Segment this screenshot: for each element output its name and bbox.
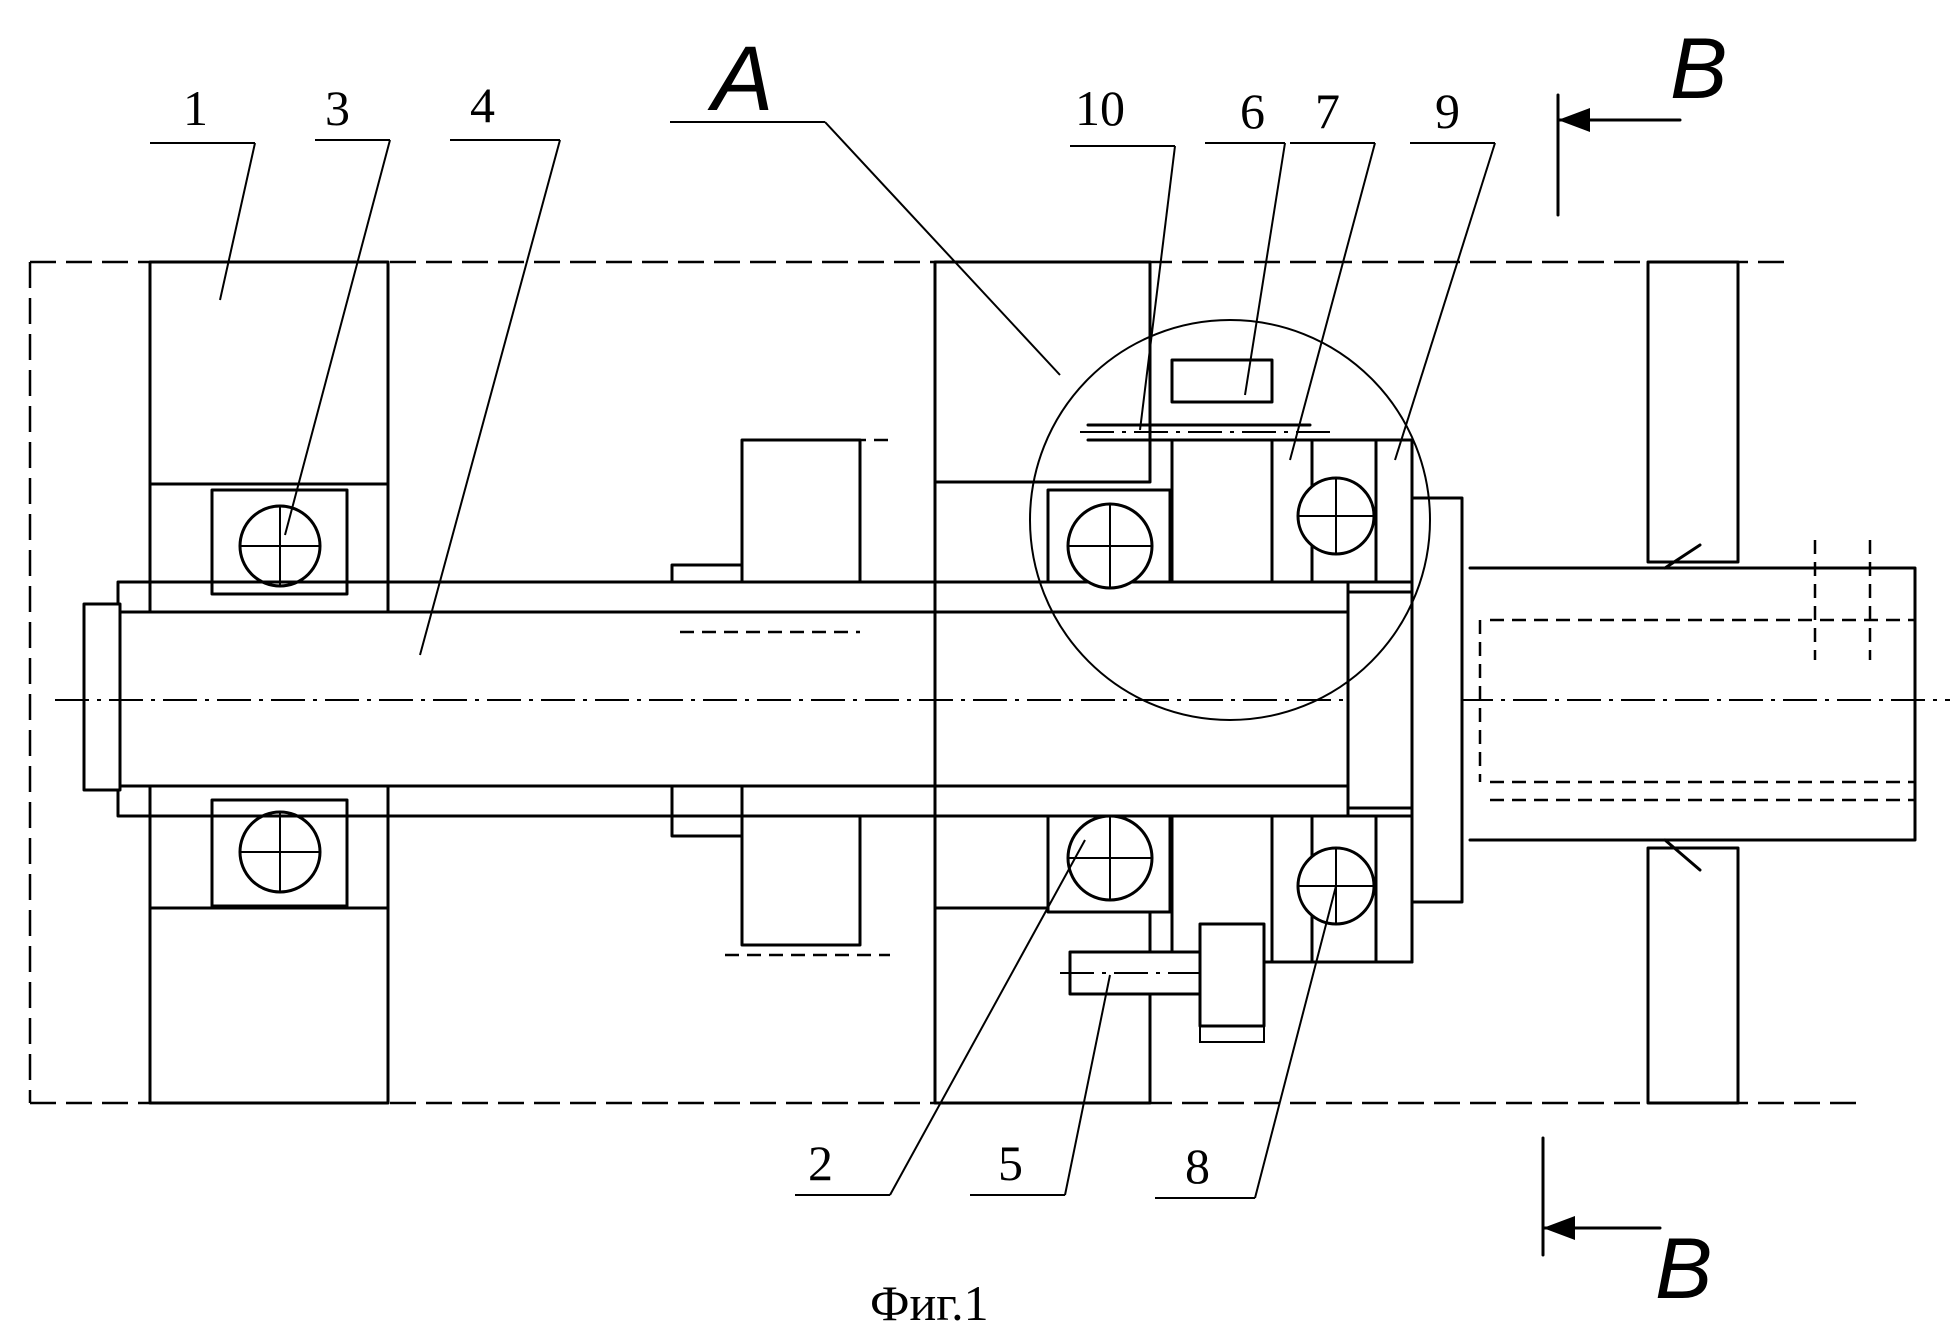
callout-8: 8 — [1185, 1138, 1210, 1194]
callout-7: 7 — [1315, 83, 1340, 139]
callout-5: 5 — [998, 1135, 1023, 1191]
figure-caption: Фиг.1 — [870, 1275, 989, 1331]
screw-5 — [1060, 924, 1264, 1042]
callout-9: 9 — [1435, 83, 1460, 139]
callout-4: 4 — [470, 77, 495, 133]
callout-2: 2 — [808, 1135, 833, 1191]
detail-view-label: A — [707, 28, 773, 130]
callout-3: 3 — [325, 80, 350, 136]
shaft-4 — [55, 604, 1950, 790]
section-label-bottom: B — [1655, 1221, 1712, 1317]
callout-10: 10 — [1075, 80, 1125, 136]
section-label-top: B — [1670, 21, 1727, 117]
callout-1: 1 — [183, 80, 208, 136]
output-shaft — [1470, 540, 1915, 840]
callout-6: 6 — [1240, 83, 1265, 139]
housing-wall-right — [1648, 262, 1738, 1103]
section-line-b — [1543, 95, 1680, 1255]
